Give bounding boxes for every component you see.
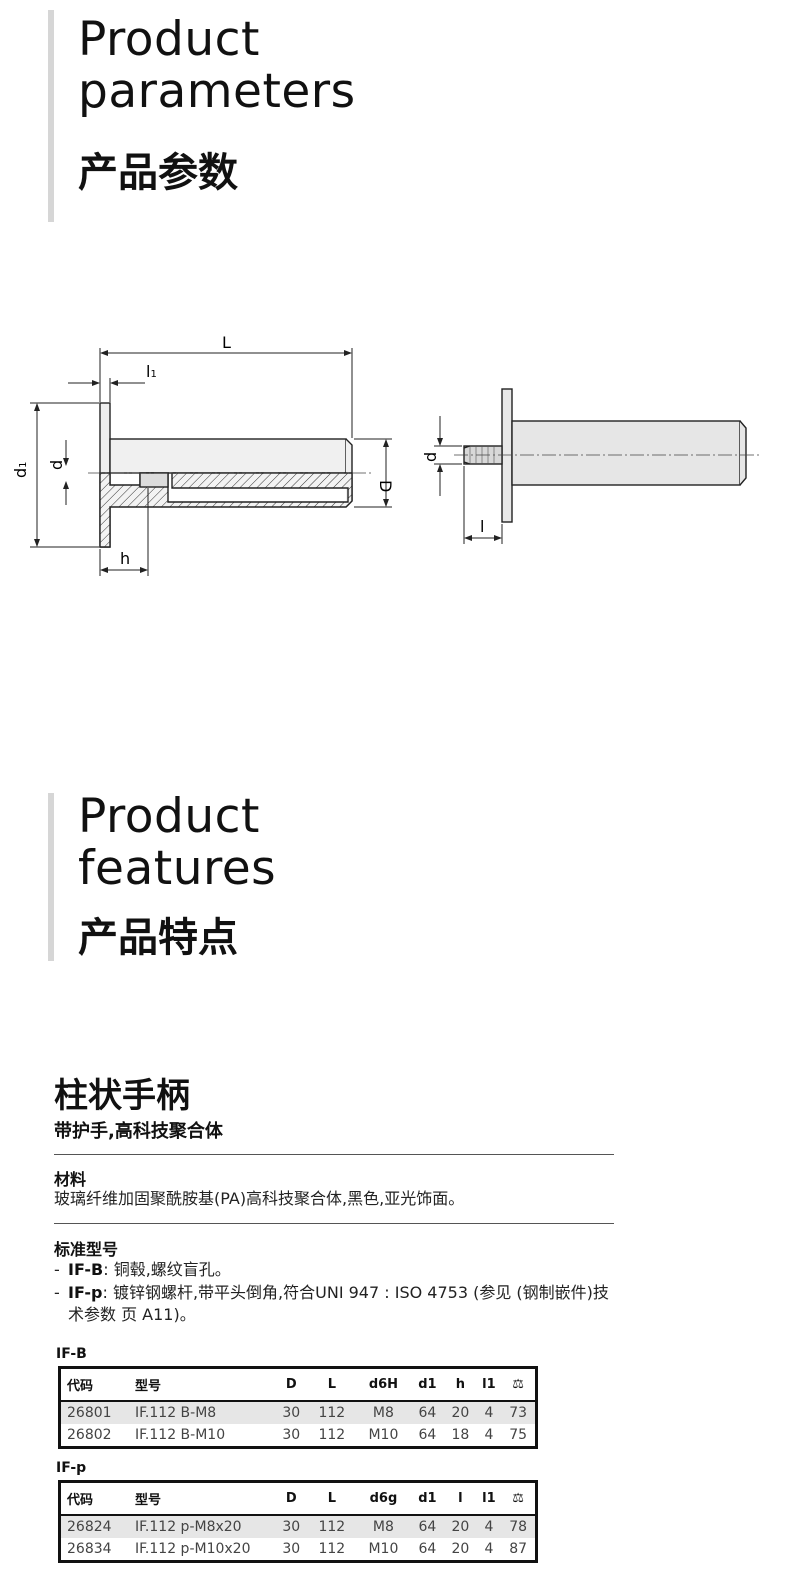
table-row: 26824 IF.112 p-M8x20 30 112 M8 64 20 4 7…: [59, 1515, 537, 1538]
table-header-row: 代码 型号 D L d6g d1 l l1 ⚖: [59, 1481, 537, 1516]
item-code: IF-p: [68, 1283, 103, 1302]
section-header-features: Product features 产品特点: [48, 789, 568, 961]
material-text: 玻璃纤维加固聚酰胺基(PA)高科技聚合体,黑色,亚光饰面。: [54, 1189, 465, 1208]
divider: [54, 1223, 614, 1224]
dimension-lines: [30, 348, 392, 576]
material-label: 材料: [54, 1170, 87, 1189]
exterior-view: [463, 388, 747, 523]
standard-label: 标准型号: [54, 1240, 119, 1259]
list-item: - IF-p: 镀锌钢螺杆,带平头倒角,符合UNI 947 : ISO 4753…: [54, 1283, 609, 1324]
product-title: 柱状手柄: [54, 1076, 190, 1116]
table-row: 26802 IF.112 B-M10 30 112 M10 64 18 4 75: [59, 1424, 537, 1448]
section-title-en: Product features: [78, 789, 277, 896]
weight-icon: ⚖: [501, 1481, 537, 1516]
section-accent-bar: [48, 793, 54, 961]
section-title-zh: 产品参数: [78, 150, 238, 196]
section-title-zh: 产品特点: [78, 915, 238, 961]
dimension-lines-right: [434, 416, 503, 544]
section-accent-bar: [48, 10, 54, 222]
table-label-p: IF-p: [56, 1460, 87, 1476]
table-row: 26801 IF.112 B-M8 30 112 M8 64 20 4 73: [59, 1401, 537, 1424]
table-header-row: 代码 型号 D L d6H d1 h l1 ⚖: [59, 1367, 537, 1402]
dim-label-D: D: [376, 480, 395, 492]
table-label-b: IF-B: [56, 1346, 87, 1362]
spec-table-p: 代码 型号 D L d6g d1 l l1 ⚖ 26824 IF.112 p-M…: [58, 1480, 538, 1563]
spec-table-b: 代码 型号 D L d6H d1 h l1 ⚖ 26801 IF.112 B-M…: [58, 1366, 538, 1449]
item-code: IF-B: [68, 1260, 104, 1279]
dim-label-d1: d1: [11, 461, 30, 478]
dim-label-d: d: [47, 460, 66, 470]
section-view: [99, 402, 353, 548]
dim-label-h: h: [120, 549, 130, 568]
technical-drawing: L l1 d1 d D h d l: [11, 333, 760, 576]
dim-label-d-right: d: [421, 452, 440, 462]
section-title-en: Product parameters: [78, 12, 356, 119]
section-header-parameters: Product parameters 产品参数: [48, 10, 568, 222]
divider: [54, 1154, 614, 1155]
table-row: 26834 IF.112 p-M10x20 30 112 M10 64 20 4…: [59, 1538, 537, 1562]
dim-label-L: L: [222, 333, 231, 352]
dim-label-l1: l1: [146, 362, 157, 381]
weight-icon: ⚖: [501, 1367, 537, 1402]
product-subtitle: 带护手,高科技聚合体: [54, 1121, 223, 1142]
dim-label-l-right: l: [480, 517, 484, 536]
